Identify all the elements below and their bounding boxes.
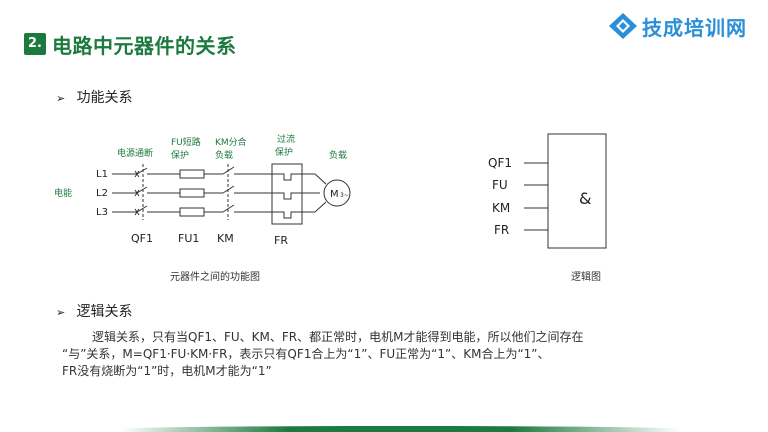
header-km-label-2: 负载 (215, 149, 233, 161)
and-gate-box (547, 133, 607, 249)
explanation-line-2: “与”关系，M=QF1·FU·KM·FR，表示只有QF1合上为“1”、FU正常为… (62, 347, 550, 361)
bottom-label-fu1: FU1 (178, 232, 199, 245)
header-fu-label-2: 保护 (171, 149, 189, 161)
section-heading-functional: ➢ 功能关系 (56, 87, 132, 107)
qf1-breaker-symbol (134, 164, 148, 220)
bottom-decorative-bar (120, 426, 680, 432)
motor-label: M (330, 189, 339, 200)
logic-explanation-text: 逻辑关系，只有当QF1、FU、KM、FR、都正常时，电机M才能得到电能，所以他们… (62, 329, 722, 380)
bottom-label-fr: FR (274, 234, 288, 247)
header-fr-label-1: 过流 (277, 133, 295, 145)
caption-functional-diagram: 元器件之间的功能图 (170, 272, 260, 283)
header-km-label-1: KM分合 (215, 136, 247, 148)
page-title: 电路中元器件的关系 (52, 34, 237, 58)
logic-and-gate-diagram: QF1 FU KM FR & (488, 133, 607, 249)
functional-circuit-diagram: 电源通断 FU短路 保护 KM分合 负载 过流 保护 负载 电能 L1 L2 L… (54, 133, 351, 247)
header-load-label: 负载 (329, 149, 347, 161)
logo-diamond-icon (609, 13, 637, 39)
motor-phase-label: 3~ (340, 192, 349, 199)
section-heading-logical: ➢ 逻辑关系 (56, 301, 132, 321)
gate-input-fr: FR (494, 223, 509, 237)
section-label-logical: 逻辑关系 (76, 304, 133, 320)
bottom-label-qf1: QF1 (131, 232, 153, 245)
and-symbol: & (579, 189, 591, 208)
caption-logic-diagram: 逻辑图 (571, 272, 601, 283)
gate-input-fu: FU (492, 178, 508, 192)
section-number-badge: 2. (24, 33, 46, 55)
section-label-functional: 功能关系 (76, 90, 133, 106)
header-fr-label-2: 保护 (275, 146, 293, 158)
fu1-fuse-symbol (179, 169, 205, 217)
bullet-arrow-icon: ➢ (56, 92, 66, 105)
fr-thermal-relay-symbol (271, 163, 303, 225)
explanation-line-3: FR没有烧断为“1”时，电机M才能为“1” (62, 364, 272, 378)
gate-input-km: KM (492, 201, 510, 215)
header-qf-label: 电源通断 (117, 147, 153, 159)
logo-text: 技成培训网 (642, 16, 747, 40)
phase-label-l1: L1 (96, 169, 108, 180)
power-label: 电能 (54, 187, 72, 199)
motor-symbol: M 3~ (323, 179, 351, 207)
circuit-wires (112, 173, 327, 213)
brand-logo: 技成培训网 (608, 8, 758, 44)
bottom-label-km: KM (217, 232, 234, 245)
bullet-arrow-icon: ➢ (56, 306, 66, 319)
header-fu-label-1: FU短路 (171, 136, 201, 148)
gate-input-qf1: QF1 (488, 156, 512, 170)
phase-label-l3: L3 (96, 207, 108, 218)
km-contactor-symbol (222, 164, 235, 220)
explanation-line-1: 逻辑关系，只有当QF1、FU、KM、FR、都正常时，电机M才能得到电能，所以他们… (92, 330, 584, 344)
phase-label-l2: L2 (96, 188, 108, 199)
